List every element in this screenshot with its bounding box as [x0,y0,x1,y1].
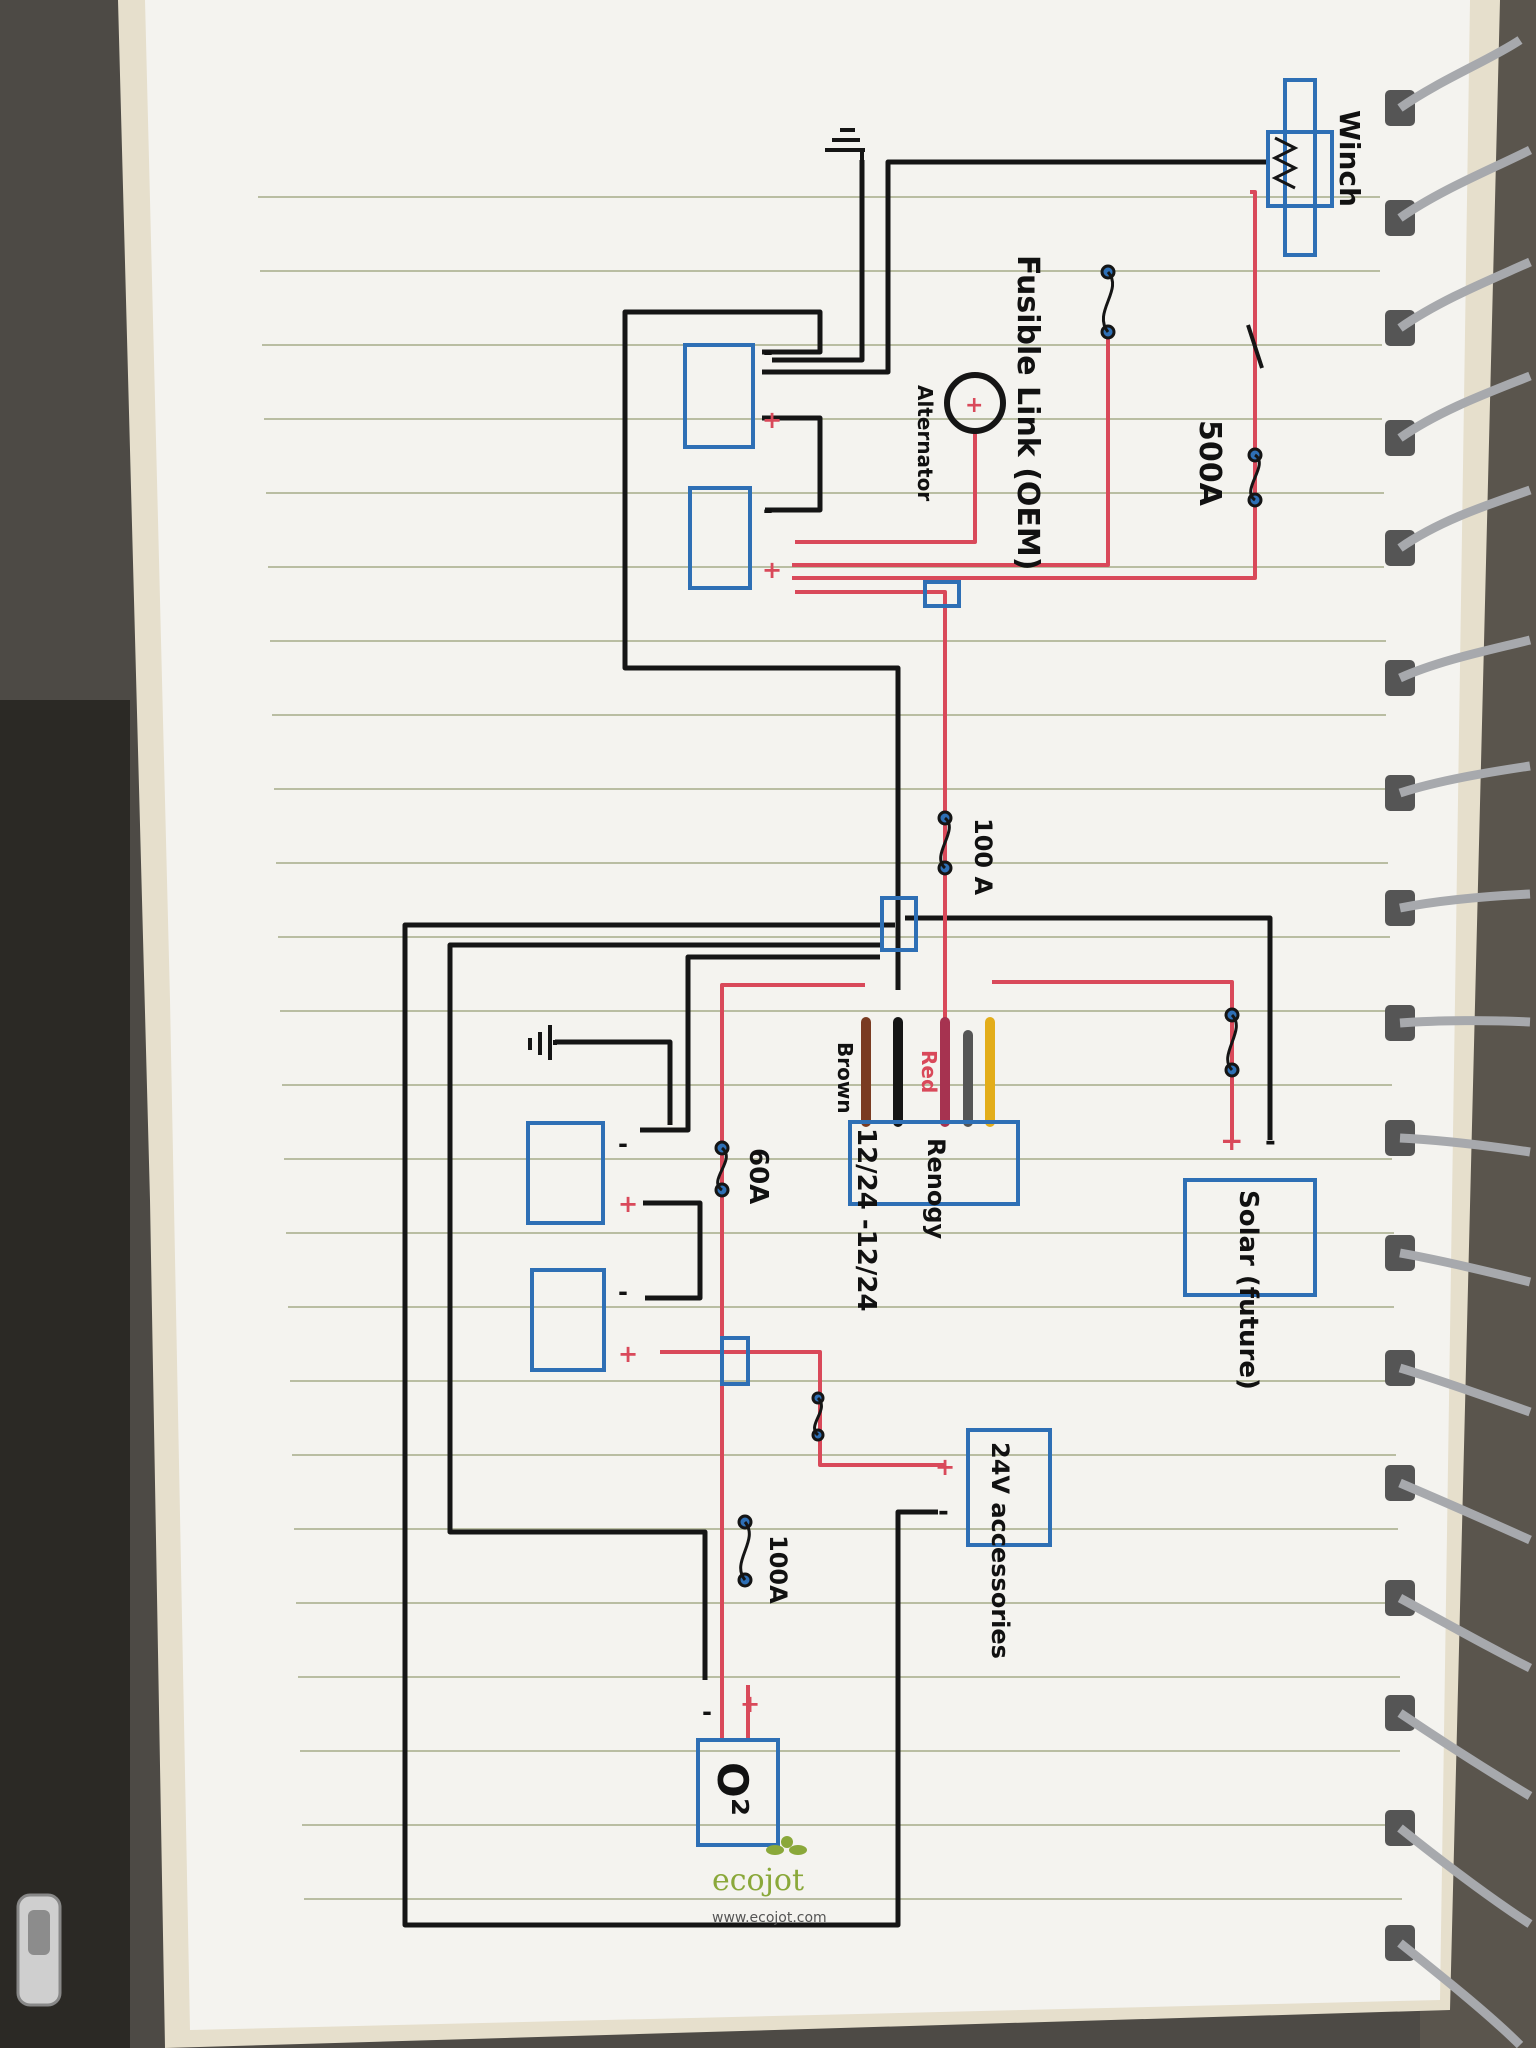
fusible-link-label: Fusible Link (OEM) [1010,255,1045,570]
fusible-link-wire [792,330,1110,567]
starter-battery-2 [688,486,752,590]
o2-box [696,1738,780,1847]
negative-wires [402,159,1273,1928]
fuse-100a-dcdc-label: 100 A [969,818,997,895]
coil-16 [1385,1810,1533,1928]
fuse-100a-o2 [737,1514,753,1588]
coil-14 [1385,1580,1533,1673]
dcdc-converter-box [848,1120,1020,1206]
starter-battery-1-negative: - [763,338,773,366]
aux-ground-return-wire [447,942,880,1680]
aux-battery-1 [526,1121,605,1225]
ecojot-logo: ecojot www.ecojot.com [712,1836,827,1926]
alternator-label: Alternator [913,385,937,501]
o2-positive: + [740,1690,760,1718]
coil-13 [1385,1465,1532,1545]
accessories-box [966,1428,1052,1547]
coil-12 [1385,1350,1532,1417]
ecojot-brand-text: ecojot [712,1863,804,1898]
coil-9 [1385,1005,1531,1041]
fuse-solar [1224,1007,1240,1078]
winch-positive-wire [792,190,1257,580]
main-switch [1246,324,1264,369]
spiral-binding [1385,36,1533,2048]
winch-ground-wire [762,159,1270,375]
dcdc-harness [861,1017,995,1127]
coil-15 [1385,1695,1533,1800]
busbar-ground [880,896,918,952]
o2-label: O² [708,1762,757,1816]
starter-battery-2-negative: - [763,496,773,524]
renogy-label: Renogy [922,1138,950,1240]
starter-battery-1-positive: + [762,406,782,434]
fuse-100a-o2-label: 100A [764,1535,792,1604]
coil-2 [1385,145,1533,236]
fuse-60a [714,1140,730,1198]
accessories-positive: + [935,1453,955,1481]
aux-battery-jumper-a [643,1200,703,1301]
aux-battery-2 [530,1268,606,1372]
busbar-aux [720,1336,750,1386]
fuse-60a-label: 60A [743,1148,773,1204]
wire-red-label: Red [917,1050,941,1093]
coil-6 [1385,635,1532,696]
ground-bus-to-solar-wire [905,915,1273,1140]
alternator-wire [795,432,977,544]
fuse-500a [1247,447,1263,508]
accessories-label: 24V accessories [986,1442,1014,1659]
coil-1 [1385,36,1523,126]
fuse-fusible-link [1100,264,1116,340]
zipper-pull [16,1893,62,2007]
house-ground-loop-wire [402,922,938,1928]
polarity-markers: - + - + + - + - + - + + - - + [618,338,1276,1726]
aux-ground-stub-wire [555,1039,673,1125]
o2-negative: - [702,1698,712,1726]
coil-4 [1385,371,1532,456]
coil-10 [1385,1120,1531,1157]
fuse-accessories [811,1391,825,1442]
alternator-positive: + [965,393,983,418]
solar-positive: + [1220,1124,1243,1157]
notebook-page [118,0,1500,2048]
fuse-100a-dcdc [937,810,953,876]
aux-battery-2-negative: - [618,1278,628,1306]
coil-7 [1385,761,1531,811]
coil-17 [1385,1925,1524,2048]
solar-label: Solar (future) [1233,1190,1263,1390]
ground-symbol-chassis [825,128,865,165]
alternator-symbol [944,372,1006,434]
dcdc-output-wire [992,980,1234,1142]
ground-symbol-aux [528,1025,557,1060]
solar-negative: - [1265,1127,1276,1157]
starter-battery-loop-wire [622,309,901,990]
winch-label: Winch [1333,110,1366,207]
wire-brown-label: Brown [833,1042,857,1114]
aux-battery-2-positive: + [618,1340,638,1368]
coil-11 [1385,1235,1532,1287]
starter-battery-2-positive: + [762,556,782,584]
aux-battery-jumper-b [762,415,823,513]
aux-ground-branch-wire [640,954,880,1133]
winch-symbol [1266,78,1334,257]
fuse-500a-label: 500A [1192,420,1227,507]
ruled-lines [258,196,1402,1900]
coil-8 [1385,889,1531,926]
accessories-negative: - [938,1497,949,1527]
dcdc-spec-label: 12/24 -12/24 [851,1128,881,1312]
chassis-ground-wire [772,160,865,363]
coil-3 [1385,257,1532,346]
solar-box [1183,1178,1317,1297]
starter-battery-1 [683,343,755,449]
main-positive-feed-wire [795,590,947,1018]
aux-battery-1-positive: + [618,1190,638,1218]
ecojot-url-text: www.ecojot.com [712,1910,827,1926]
coil-5 [1385,485,1532,566]
aux-battery-1-negative: - [618,1130,628,1158]
busbar-main [923,580,961,608]
